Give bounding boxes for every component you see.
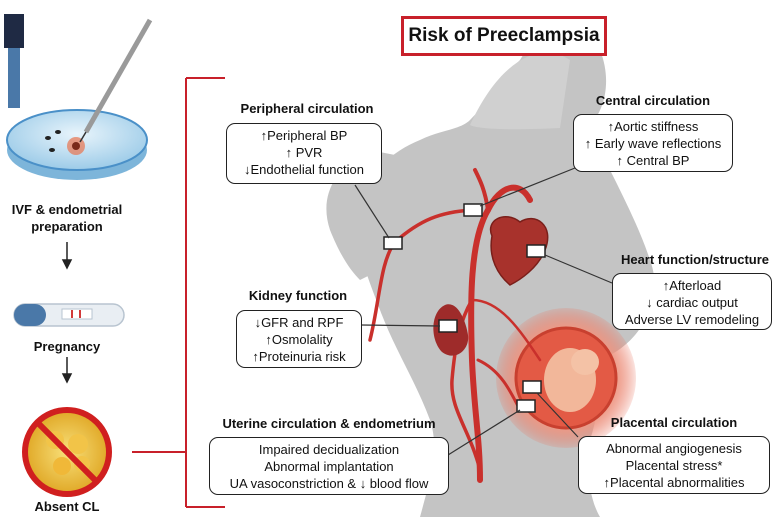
central-line: ↑ Early wave reflections — [584, 136, 722, 151]
peripheral-title: Peripheral circulation — [240, 101, 374, 116]
marker-uterine — [516, 399, 536, 413]
flow-arrows — [61, 242, 73, 384]
placental-line: Abnormal angiogenesis — [606, 441, 742, 456]
uterine-line: UA vasoconstriction & ↓ blood flow — [229, 476, 429, 491]
connector-lines — [354, 167, 613, 456]
kidney-line: ↑Proteinuria risk — [252, 349, 346, 364]
peripheral-line: ↑ PVR — [285, 145, 323, 160]
kidney-title: Kidney function — [248, 288, 348, 303]
heart-line: ↓ cardiac output — [646, 295, 738, 310]
fetus-head — [571, 349, 599, 375]
marker-kidney — [438, 319, 458, 333]
marker-peripheral — [383, 236, 403, 250]
placental-line: ↑Placental abnormalities — [603, 475, 745, 490]
absent-cl-label: Absent CL — [34, 499, 100, 514]
page-title: Risk of Preeclampsia — [401, 16, 607, 56]
heart-line: Adverse LV remodeling — [624, 312, 760, 327]
placental-box: Abnormal angiogenesis Placental stress* … — [578, 436, 770, 494]
ivf-label: IVF & endometrial preparation — [0, 201, 134, 235]
kidney-line: ↓GFR and RPF — [254, 315, 344, 330]
heart-line: ↑Afterload — [662, 278, 722, 293]
placental-line: Placental stress* — [625, 458, 723, 473]
marker-central — [463, 203, 483, 217]
uterine-box: Impaired decidualization Abnormal implan… — [209, 437, 449, 495]
marker-heart — [526, 244, 546, 258]
pregnancy-test-illustration — [13, 303, 125, 327]
uterine-line: Abnormal implantation — [264, 459, 394, 474]
uterine-line: Impaired decidualization — [258, 442, 400, 457]
uterine-title: Uterine circulation & endometrium — [222, 416, 436, 431]
kidney-line: ↑Osmolality — [265, 332, 333, 347]
arteries — [368, 168, 542, 483]
marker-placental — [522, 380, 542, 394]
heart-box: ↑Afterload ↓ cardiac output Adverse LV r… — [612, 273, 772, 330]
peripheral-line: ↑Peripheral BP — [260, 128, 348, 143]
peripheral-line: ↓Endothelial function — [244, 162, 364, 177]
ivf-petri-dish-illustration — [4, 14, 153, 180]
central-line: ↑Aortic stiffness — [607, 119, 699, 134]
absent-cl-illustration — [22, 407, 112, 497]
red-bracket — [132, 77, 225, 508]
central-title: Central circulation — [595, 93, 711, 108]
ivf-label-line2: preparation — [31, 219, 103, 234]
central-box: ↑Aortic stiffness ↑ Early wave reflectio… — [573, 114, 733, 172]
central-line: ↑ Central BP — [616, 153, 690, 168]
heart-title: Heart function/structure — [620, 252, 770, 267]
ivf-label-line1: IVF & endometrial — [11, 202, 123, 217]
placental-title: Placental circulation — [610, 415, 738, 430]
peripheral-box: ↑Peripheral BP ↑ PVR ↓Endothelial functi… — [226, 123, 382, 184]
pregnancy-label: Pregnancy — [33, 339, 101, 354]
kidney-box: ↓GFR and RPF ↑Osmolality ↑Proteinuria ri… — [236, 310, 362, 368]
